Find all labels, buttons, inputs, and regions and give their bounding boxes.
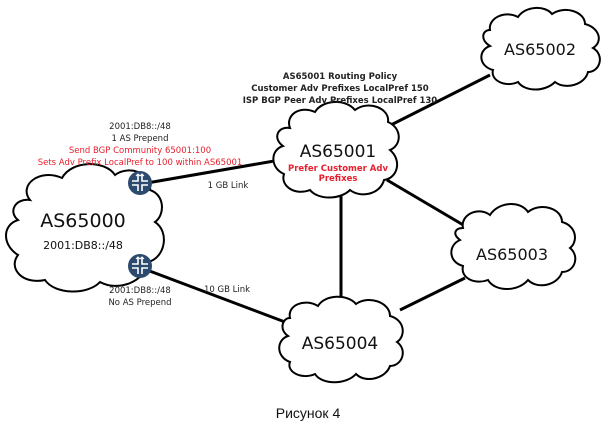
router-lower-icon — [128, 254, 152, 278]
lower-link-label: 10 GB Link — [204, 285, 250, 295]
as65000-label: AS65000 — [40, 210, 126, 232]
upper-annotation-localpref: Sets Adv Prefix LocalPref to 100 within … — [38, 158, 243, 168]
figure-caption: Рисунок 4 — [275, 405, 341, 421]
cloud-as65002 — [480, 7, 601, 91]
cloud-as65004 — [278, 295, 404, 384]
as65001-note-line1: Prefer Customer Adv — [288, 164, 388, 174]
link-as65001-as65002 — [384, 73, 491, 130]
policy-line2: ISP BGP Peer Adv Prefixes LocalPref 130 — [243, 96, 438, 106]
cloud-as65003 — [450, 203, 577, 290]
link-as65004-as65003 — [399, 276, 466, 312]
link-as65000-as65004 — [146, 268, 286, 324]
policy-title: AS65001 Routing Policy — [283, 72, 398, 82]
as65004-label: AS65004 — [302, 334, 379, 354]
upper-annotation-community: Send BGP Community 65001:100 — [69, 146, 211, 156]
policy-line1: Customer Adv Prefixes LocalPref 150 — [251, 84, 429, 94]
as65001-note-line2: Prefixes — [319, 174, 358, 184]
as65001-label: AS65001 — [300, 142, 377, 162]
as65002-label: AS65002 — [504, 40, 576, 59]
link-as65001-as65003 — [386, 178, 466, 228]
cloud-as65001 — [272, 101, 400, 199]
upper-annotation-prefix: 2001:DB8::/48 — [109, 122, 171, 132]
link-as65000-as65001 — [146, 158, 281, 185]
router-upper-icon — [128, 171, 152, 195]
lower-annotation-prepend: No AS Prepend — [108, 298, 171, 308]
lower-annotation-prefix: 2001:DB8::/48 — [109, 286, 171, 296]
as65003-label: AS65003 — [476, 245, 548, 264]
as65000-prefix: 2001:DB8::/48 — [43, 239, 123, 252]
upper-annotation-prepend: 1 AS Prepend — [112, 134, 169, 144]
upper-link-label: 1 GB Link — [208, 181, 249, 191]
